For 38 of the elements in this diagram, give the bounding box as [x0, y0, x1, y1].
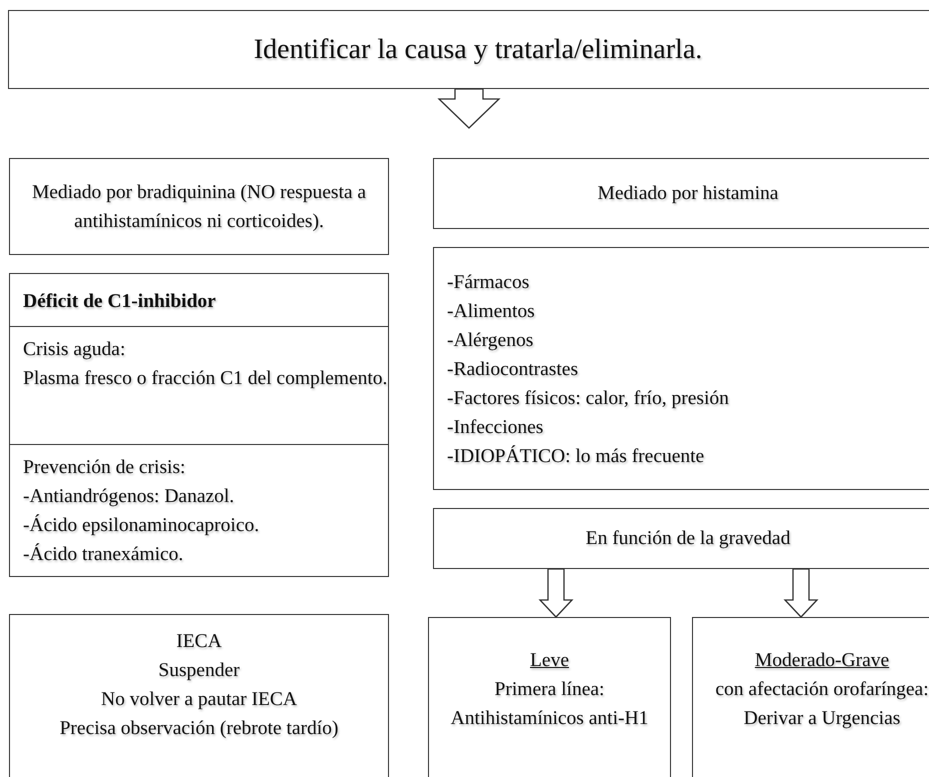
box-text: Mediado por histamina: [596, 182, 780, 206]
block-arrow: [437, 88, 501, 129]
box-text: IECA: [175, 630, 223, 654]
severity-heading: Moderado-Grave: [754, 649, 890, 673]
box-text: Mediado por bradiquinina (NO respuesta a antihistamínicos ni corticoides).: [30, 180, 368, 234]
section-heading: Déficit de C1-inhibidor: [22, 290, 217, 314]
block-arrow: [538, 568, 574, 618]
list-item: -Factores físicos: calor, frío, presión: [447, 387, 730, 411]
process-box: [9, 273, 389, 577]
list-item: -Antiandrógenos: Danazol.: [23, 485, 236, 509]
list-item: -Alimentos: [447, 300, 536, 324]
list-item: -Ácido tranexámico.: [23, 542, 184, 567]
section-heading: Prevención de crisis:: [23, 456, 186, 480]
box-text: Precisa observación (rebrote tardío): [58, 717, 340, 741]
box-text: En función de la gravedad: [584, 527, 792, 551]
process-box: [433, 508, 929, 569]
process-box: [692, 617, 929, 777]
list-item: -Ácido epsilonaminocaproico.: [23, 513, 260, 538]
box-text: Suspender: [157, 659, 241, 683]
process-box: [9, 614, 389, 777]
list-item: -Fármacos: [447, 271, 530, 295]
section-heading: Crisis aguda:: [23, 338, 126, 362]
box-text: Identificar la causa y tratarla/eliminarla.: [252, 35, 704, 64]
box-text: No volver a pautar IECA: [100, 688, 298, 712]
process-box: [9, 158, 389, 255]
process-box: [433, 158, 929, 229]
box-text: Primera línea: Antihistamínicos anti-H1: [450, 678, 650, 731]
box-text: con afectación orofaríngea: Derivar a Urgencias: [714, 678, 929, 731]
list-item: -Radiocontrastes: [447, 358, 580, 382]
list-item: -Alérgenos: [447, 329, 534, 353]
severity-heading: Leve: [529, 649, 570, 673]
list-item: Plasma fresco o fracción C1 del complemento.: [23, 367, 388, 391]
process-box: [428, 617, 671, 777]
process-box: [8, 10, 929, 89]
block-arrow: [784, 568, 818, 618]
list-item: -IDIOPÁTICO: lo más frecuente: [447, 444, 706, 469]
list-item: -Infecciones: [447, 416, 544, 440]
process-box: [433, 247, 929, 490]
